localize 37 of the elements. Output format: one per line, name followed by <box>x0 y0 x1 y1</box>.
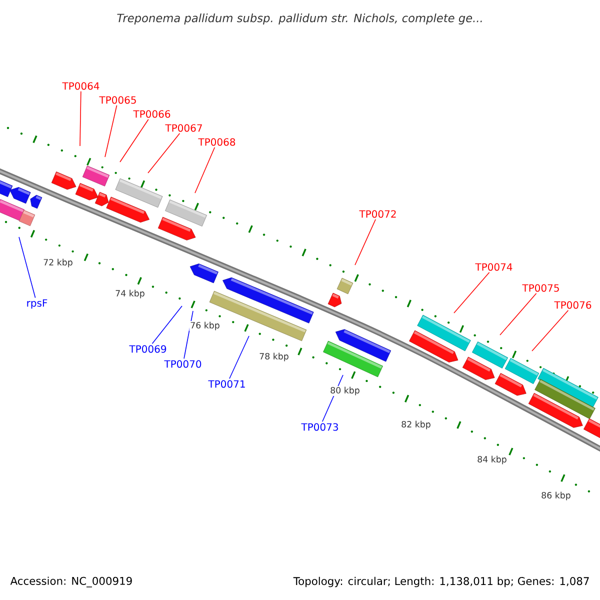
gene-label: TP0072 <box>359 210 396 218</box>
gene-label: TP0075 <box>522 284 559 292</box>
gene-label: TP0067 <box>165 124 202 132</box>
leader-line <box>354 218 376 266</box>
gene-label: TP0064 <box>62 82 100 90</box>
gene-label: TP0073 <box>301 423 338 431</box>
scale-label: 72 kbp <box>42 258 74 268</box>
gene-label: rpsF <box>27 299 48 309</box>
gene-label: TP0065 <box>99 96 136 104</box>
leader-line <box>104 104 118 158</box>
gene-label: TP0074 <box>475 263 512 271</box>
gene-label: TP0071 <box>208 380 245 388</box>
leader-line <box>500 292 537 336</box>
gene-label: TP0066 <box>133 110 170 118</box>
scale-label: 84 kbp <box>476 455 508 465</box>
scale-label: 82 kbp <box>400 420 432 430</box>
scale-label: 86 kbp <box>540 491 572 501</box>
genome-info-text: Topology: circular; Length: 1,138,011 bp; Genes: 1,087 <box>293 576 589 588</box>
leader-line <box>454 272 490 314</box>
leader-line <box>80 90 82 146</box>
gene-label: TP0068 <box>198 138 236 146</box>
leader-line <box>194 146 216 194</box>
leader-line <box>532 310 569 352</box>
scale-label: 80 kbp <box>329 386 361 396</box>
leader-line <box>152 306 182 344</box>
scale-label: 78 kbp <box>258 352 290 362</box>
leader-line <box>148 132 180 174</box>
leader-line <box>120 118 149 162</box>
scale-label: 76 kbp <box>189 321 221 331</box>
title: Treponema pallidum subsp. pallidum str. Nichols, complete ge... <box>117 14 482 24</box>
gene-label: TP0076 <box>554 301 592 309</box>
accession-text: Accession: NC_000919 <box>10 576 132 588</box>
scale-label: 74 kbp <box>114 289 146 299</box>
leader-line <box>18 236 36 298</box>
gene-label: TP0070 <box>164 360 202 368</box>
gene-label: TP0069 <box>129 345 166 353</box>
leader-line <box>229 336 250 380</box>
